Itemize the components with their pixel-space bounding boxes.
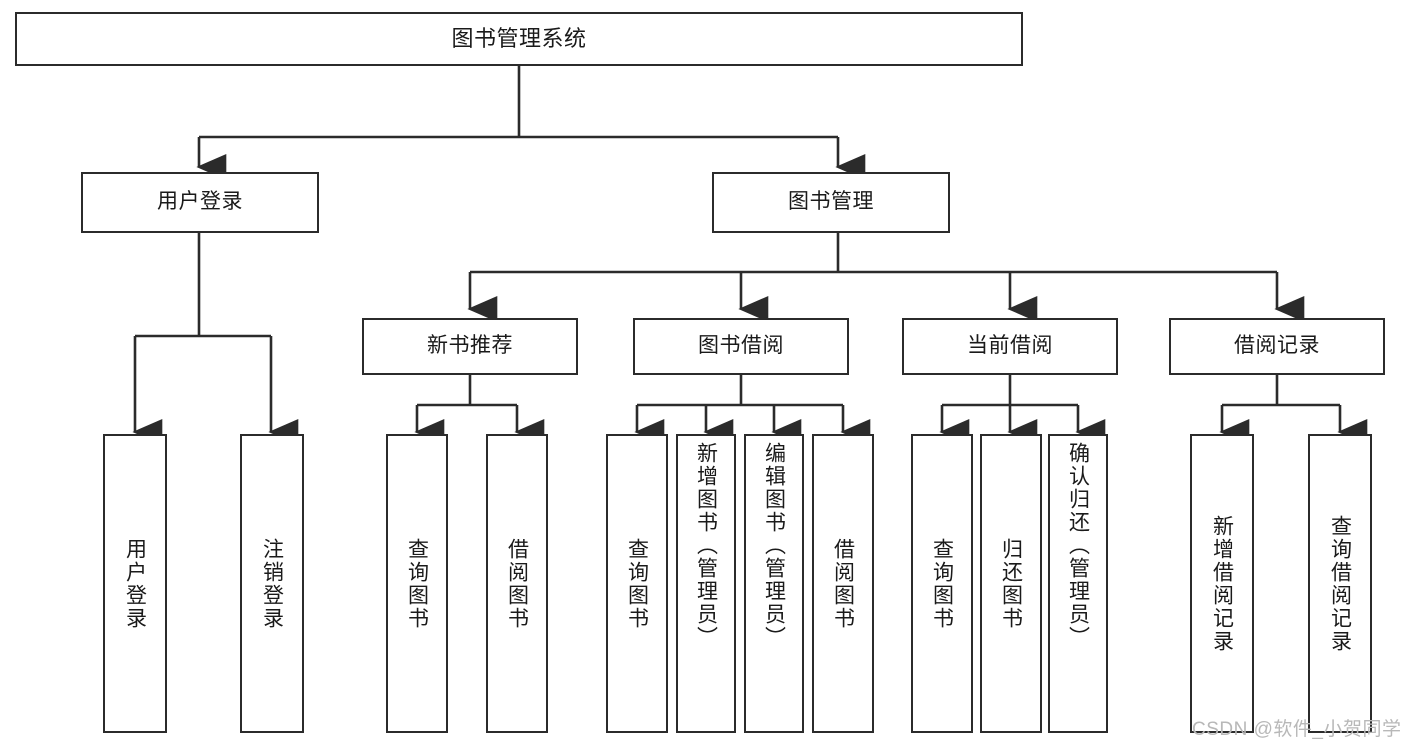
node-leaf-add-record[interactable]: 新增借阅记录 [1190, 434, 1254, 733]
node-leaf-query-record[interactable]: 查询借阅记录 [1308, 434, 1372, 733]
node-current-borrow-label: 当前借阅 [967, 334, 1053, 358]
node-leaf-query-book-1[interactable]: 查询图书 [386, 434, 448, 733]
node-user-login-label: 用户登录 [157, 190, 243, 214]
node-leaf-user-login-label: 用户登录 [123, 537, 147, 630]
node-leaf-add-book[interactable]: 新增图书（管理员） [676, 434, 736, 733]
node-leaf-logout-login[interactable]: 注销登录 [240, 434, 304, 733]
node-leaf-borrow-book-2-label: 借阅图书 [831, 537, 855, 630]
node-current-borrow[interactable]: 当前借阅 [902, 318, 1118, 375]
node-leaf-edit-book-label: 编辑图书（管理员） [762, 442, 786, 649]
node-root-label: 图书管理系统 [451, 26, 587, 52]
node-leaf-query-book-3-label: 查询图书 [930, 537, 954, 630]
node-leaf-add-record-label: 新增借阅记录 [1210, 514, 1234, 653]
node-leaf-borrow-book-1[interactable]: 借阅图书 [486, 434, 548, 733]
node-leaf-query-book-1-label: 查询图书 [405, 537, 429, 630]
node-leaf-confirm-return-label: 确认归还（管理员） [1066, 442, 1090, 649]
node-borrow-record[interactable]: 借阅记录 [1169, 318, 1385, 375]
node-book-manage[interactable]: 图书管理 [712, 172, 950, 233]
node-leaf-borrow-book-1-label: 借阅图书 [505, 537, 529, 630]
node-borrow-record-label: 借阅记录 [1234, 334, 1320, 358]
node-leaf-user-login[interactable]: 用户登录 [103, 434, 167, 733]
watermark: CSDN @软件_小贺同学 [1192, 719, 1402, 740]
node-book-borrow-label: 图书借阅 [698, 334, 784, 358]
node-leaf-return-book-label: 归还图书 [999, 537, 1023, 630]
node-leaf-query-book-2-label: 查询图书 [625, 537, 649, 630]
node-user-login[interactable]: 用户登录 [81, 172, 319, 233]
node-leaf-edit-book[interactable]: 编辑图书（管理员） [744, 434, 804, 733]
node-leaf-query-record-label: 查询借阅记录 [1328, 514, 1352, 653]
node-new-book-recommend[interactable]: 新书推荐 [362, 318, 578, 375]
node-leaf-return-book[interactable]: 归还图书 [980, 434, 1042, 733]
node-leaf-logout-login-label: 注销登录 [260, 537, 284, 630]
node-book-borrow[interactable]: 图书借阅 [633, 318, 849, 375]
node-leaf-confirm-return[interactable]: 确认归还（管理员） [1048, 434, 1108, 733]
node-leaf-query-book-2[interactable]: 查询图书 [606, 434, 668, 733]
node-new-book-recommend-label: 新书推荐 [427, 334, 513, 358]
node-leaf-query-book-3[interactable]: 查询图书 [911, 434, 973, 733]
node-book-manage-label: 图书管理 [788, 190, 874, 214]
node-leaf-borrow-book-2[interactable]: 借阅图书 [812, 434, 874, 733]
node-root[interactable]: 图书管理系统 [15, 12, 1023, 66]
node-leaf-add-book-label: 新增图书（管理员） [694, 442, 718, 649]
